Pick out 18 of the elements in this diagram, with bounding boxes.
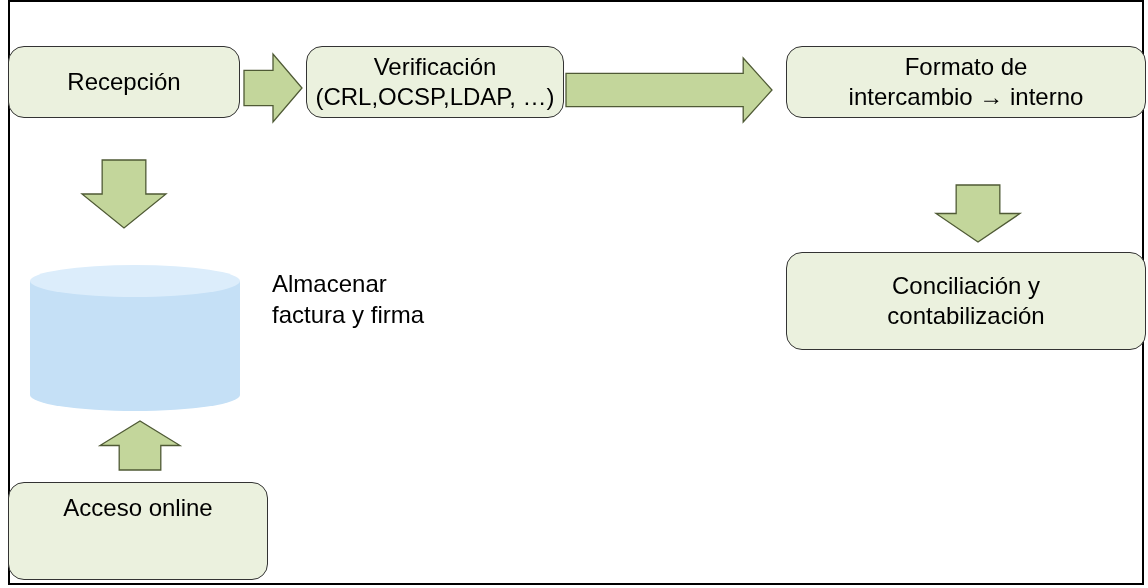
process-box [786,46,1146,118]
block-arrow [80,159,168,229]
block-arrow [565,56,773,124]
block-arrow [243,52,303,124]
process-box [8,46,240,118]
box-label: Acceso online [63,493,213,523]
block-arrow [933,184,1023,243]
box-label: Formato de [904,52,1028,82]
box-label: Verificación [373,52,497,82]
box-label: Recepción [67,67,181,97]
node-caption: Almacenar factura y firma [272,269,426,330]
block-arrow [97,420,183,471]
process-box [786,252,1146,350]
box-label: intercambio → interno [848,82,1084,112]
process-box [8,482,268,580]
box-label: Conciliación y contabilización [886,271,1046,331]
box-label: (CRL,OCSP,LDAP, …) [315,82,555,112]
process-box [306,46,564,118]
